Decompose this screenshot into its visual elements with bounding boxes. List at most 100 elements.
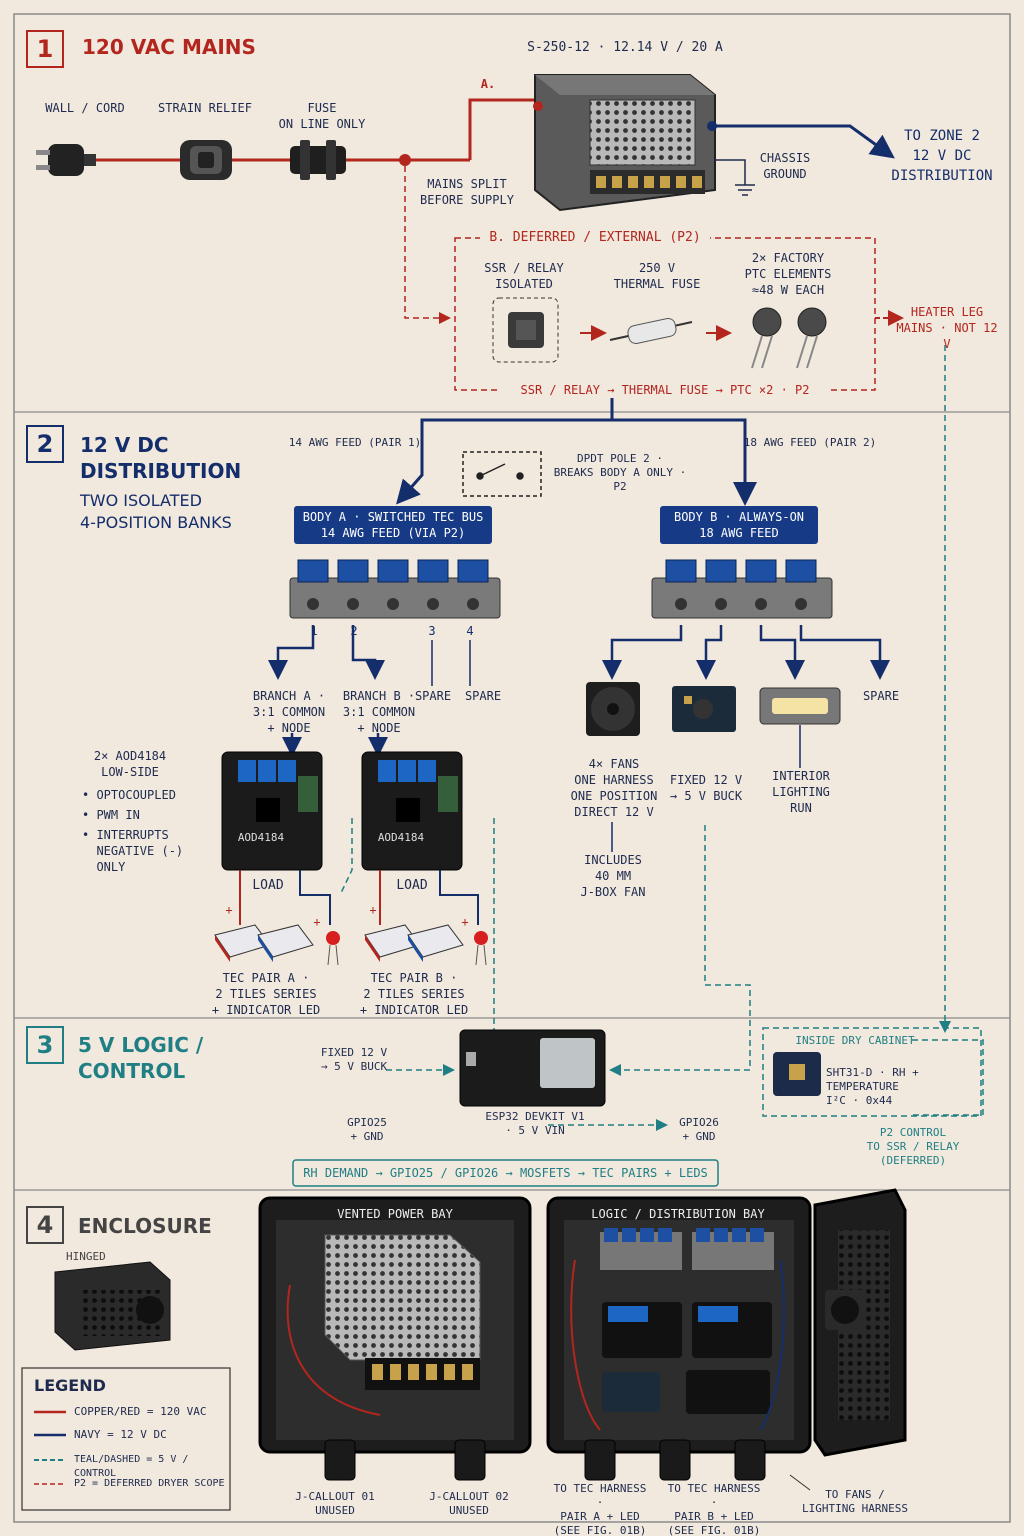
power-bay-label: VENTED POWER BAY [337,1207,453,1221]
strain-relief-icon [180,140,232,180]
lighting-label: INTERIOR LIGHTING RUN [772,769,830,815]
hinged-label: HINGED [66,1250,106,1263]
fan-icon [586,682,640,736]
thermal-fuse-icon [609,318,693,344]
load-b-label: LOAD [396,878,428,893]
logic-bay-label: LOGIC / DISTRIBUTION BAY [591,1207,765,1221]
feed1-line [396,398,614,505]
legend-item-control: TEAL/DASHED = 5 V / CONTROL [74,1454,189,1479]
ground-icon [715,159,755,196]
sht31-sensor-icon [773,1052,821,1096]
section-2-subtitle: TWO ISOLATED 4-POSITION BANKS [80,491,232,532]
mosfet-module-a [221,751,323,871]
legend-title: LEGEND [34,1376,106,1395]
cable-glands [324,1439,766,1481]
position-1: 1 [310,624,318,638]
tec-b-harness-label: TO TEC HARNESS · PAIR B + LED (SEE FIG. … [667,1482,761,1536]
esp32-board-icon [459,1029,606,1107]
psu-label: S-250-12 · 12.14 V / 20 A [527,40,723,55]
plus-a1: + [225,903,233,917]
deferred-feed-line [404,166,451,324]
heater-leg-label: HEATER LEG MAINS · NOT 12 V [896,305,998,351]
position-4: 4 [466,624,474,638]
mosfet-module-b [361,751,463,871]
tec-b-label: TEC PAIR B · 2 TILES SERIES + INDICATOR … [359,971,469,1017]
branch-b-label: BRANCH B · 3:1 COMMON + NODE [342,689,416,735]
position-3: 3 [428,624,436,638]
buck-converter-icon [672,686,736,732]
body-a-header: BODY A · SWITCHED TEC BUS 14 AWG FEED (V… [294,506,492,544]
legend-box [21,1367,231,1511]
to-zone2-label: TO ZONE 2 12 V DC DISTRIBUTION [891,128,993,184]
indicator-led-icon [326,931,488,966]
module-a-label: AOD4184 [237,831,285,844]
wall-cord-label: WALL / CORD [45,101,125,115]
aod-title: 2× AOD4184 LOW-SIDE [93,749,167,779]
bus-bar-b [651,559,833,619]
j01-label: J-CALLOUT 01 UNUSED [295,1490,375,1517]
chassis-ground-label: CHASSIS GROUND [759,151,811,181]
sensor-label: SHT31-D · RH + TEMPERATURE I²C · 0x44 [826,1066,919,1107]
j02-label: J-CALLOUT 02 UNUSED [429,1490,509,1517]
thermal-fuse-label: 250 V THERMAL FUSE [613,261,701,291]
load-a-label: LOAD [252,878,284,893]
fans-harness-label: TO FANS / LIGHTING HARNESS [802,1488,908,1515]
spare-3-label: SPARE [414,689,452,703]
flow-box [292,1159,719,1187]
legend-swatches [34,1410,66,1485]
body-b-header: BODY B · ALWAYS-ON 18 AWG FEED [660,506,818,544]
position-2: 2 [350,624,358,638]
spare-4-label: SPARE [464,689,502,703]
flow-label: RH DEMAND → GPIO25 / GPIO26 → MOSFETS → … [303,1166,708,1180]
section-4-title: ENCLOSURE [78,1214,212,1238]
enclosure-thumbnail-icon [54,1261,171,1351]
ssr-label: SSR / RELAY ISOLATED [484,261,564,291]
plus-a2: + [313,915,321,929]
dpdt-switch-icon [462,451,542,497]
tec-a-harness-label: TO TEC HARNESS · PAIR A + LED (SEE FIG. … [553,1482,647,1536]
psu-icon [533,74,717,212]
logic-buck-label: FIXED 12 V → 5 V BUCK [320,1046,388,1073]
ptc-element-icon [751,307,827,369]
ssr-relay-icon [492,297,559,363]
aod-bullet-2: • PWM IN [82,808,140,822]
fans-note-label: INCLUDES 40 MM J-BOX FAN [580,853,646,899]
fans-label: 4× FANS ONE HARNESS ONE POSITION DIRECT … [570,757,658,819]
plus-b2: + [461,915,469,929]
spare-b-label: SPARE [862,689,900,703]
section-2-title: 12 V DC DISTRIBUTION [80,433,242,483]
bus-bar-a [289,559,501,619]
section-1-number: 1 [26,30,64,68]
feed1-label: 14 AWG FEED (PAIR 1) [288,436,422,449]
tec-a-label: TEC PAIR A · 2 TILES SERIES + INDICATOR … [211,971,321,1017]
deferred-title: B. DEFERRED / EXTERNAL (P2) [480,230,710,246]
strain-relief-label: STRAIN RELIEF [158,101,252,115]
feed2-line [612,418,757,506]
cabinet-box [762,1027,982,1117]
fuse-label: FUSE ON LINE ONLY [278,101,366,131]
legend-item-mains: COPPER/RED = 120 VAC [74,1405,207,1418]
section-1-title: 120 VAC MAINS [82,35,256,59]
ptc-label: 2× FACTORY PTC ELEMENTS ≈48 W EACH [744,251,832,297]
plug-icon [36,144,96,176]
aod-bullet-3: • INTERRUPTS NEGATIVE (-) ONLY [82,828,184,874]
path-a-label: A. [480,77,496,91]
section-3-number: 3 [26,1026,64,1064]
gpio26-label: GPIO26 + GND [679,1116,719,1143]
module-b-label: AOD4184 [377,831,425,844]
buck-label: FIXED 12 V → 5 V BUCK [669,773,743,803]
enclosure-logic-bay [546,1196,812,1454]
enclosure-power-bay [258,1196,532,1454]
dc-out-line [712,124,895,159]
deferred-chain-label: SSR / RELAY → THERMAL FUSE → PTC ×2 · P2 [500,382,830,398]
enclosure-door [813,1188,907,1457]
legend-item-p2: P2 = DEFERRED DRYER SCOPE [74,1478,225,1489]
plus-b1: + [369,903,377,917]
p2-control-label: P2 CONTROL TO SSR / RELAY (DEFERRED) [866,1126,960,1167]
tec-tiles-b [364,924,464,962]
section-2-number: 2 [26,425,64,463]
page-frame [13,13,1011,1523]
mains-line [95,98,535,166]
esp32-label: ESP32 DEVKIT V1 · 5 V VIN [485,1110,585,1137]
